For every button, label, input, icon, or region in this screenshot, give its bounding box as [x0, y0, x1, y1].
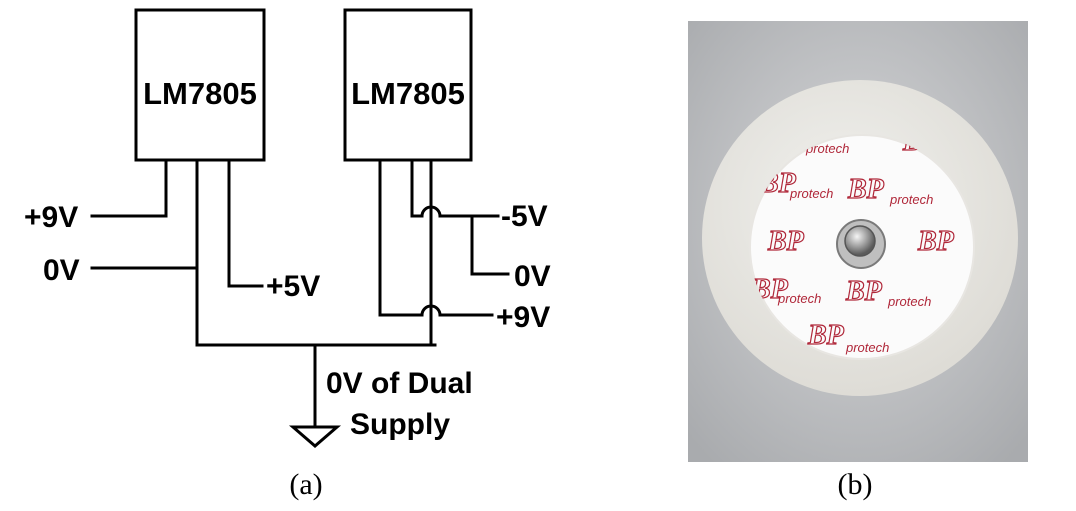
left-input-wire [90, 158, 168, 218]
label-left-0v: 0V [43, 254, 80, 287]
label-right-0v: 0V [514, 260, 551, 293]
label-right-plus9: +9V [496, 301, 550, 334]
regulator-right-box [343, 8, 473, 162]
left-output-wire [227, 158, 264, 288]
regulator-left-label: LM7805 [143, 76, 257, 111]
brand-logo-mark: BP [845, 276, 883, 307]
label-left-plus5: +5V [266, 270, 320, 303]
snap-stud [844, 225, 876, 257]
brand-text: protech [889, 192, 933, 207]
brand-logo-mark: BP [917, 226, 955, 257]
label-ground-line2: Supply [350, 408, 450, 441]
brand-text: protech [845, 340, 889, 355]
circuit-diagram: LM7805 LM7805 +9V 0V +5V -5V 0V +9V 0V o… [24, 8, 551, 501]
brand-text: protech [777, 291, 821, 306]
brand-logo-mark: BP [847, 174, 885, 205]
regulator-right-label: LM7805 [351, 76, 465, 111]
ground-symbol [288, 425, 342, 448]
regulator-left-box [134, 8, 266, 162]
brand-text: protech [887, 294, 931, 309]
right-zero-wire [470, 214, 510, 276]
label-left-plus9: +9V [24, 201, 78, 234]
caption-a: (a) [289, 468, 322, 501]
right-minus5-wire-a [410, 158, 424, 218]
common-ground-bus [195, 158, 437, 347]
brand-logo-mark: BP [807, 320, 845, 351]
label-right-minus5: -5V [501, 200, 548, 233]
brand-logo-mark: BP [767, 226, 805, 257]
caption-b: (b) [838, 468, 873, 501]
right-plus9-wire-a [378, 158, 424, 317]
electrode-photo: BP protech BP BP protech BP protech BP B… [688, 21, 1028, 501]
brand-text: protech [789, 186, 833, 201]
label-ground-line1: 0V of Dual [326, 367, 473, 400]
